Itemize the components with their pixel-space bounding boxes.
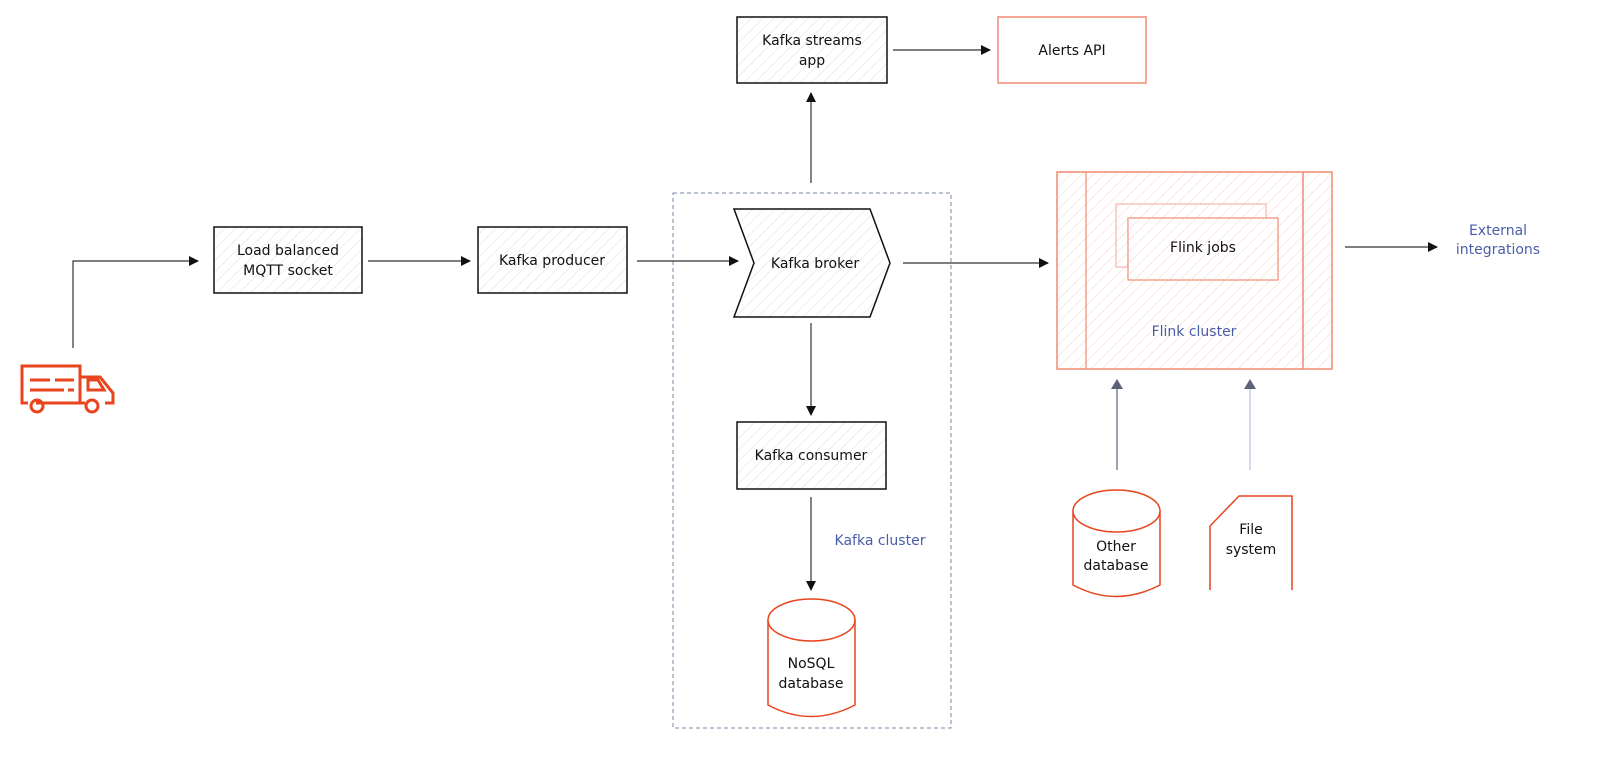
nosql-database-node[interactable]: NoSQL database <box>767 598 856 718</box>
file-system-node[interactable]: File system <box>1209 495 1293 590</box>
truck-icon <box>20 364 115 414</box>
truck-to-mqtt-arrow <box>72 256 199 348</box>
flink-jobs-label: Flink jobs <box>1170 240 1236 256</box>
nosql-label-1: NoSQL <box>788 656 835 672</box>
external-label-1: External <box>1469 223 1527 239</box>
kafka-broker-node[interactable]: Kafka broker <box>732 208 891 318</box>
producer-label: Kafka producer <box>499 253 605 269</box>
kafka-consumer-node[interactable]: Kafka consumer <box>736 421 887 490</box>
kafka-producer-node[interactable]: Kafka producer <box>477 226 628 294</box>
alerts-api-node[interactable]: Alerts API <box>997 16 1147 84</box>
flink-cluster-node[interactable]: Flink jobs Flink cluster <box>1056 171 1333 370</box>
otherdb-label-1: Other <box>1096 539 1136 555</box>
otherdb-label-2: database <box>1084 558 1149 574</box>
other-database-node[interactable]: Other database <box>1072 489 1161 598</box>
streams-label-1: Kafka streams <box>762 33 862 49</box>
mqtt-socket-node[interactable]: Load balanced MQTT socket <box>213 226 363 294</box>
nosql-label-2: database <box>779 676 844 692</box>
alerts-label: Alerts API <box>1038 43 1105 59</box>
kafka-streams-node[interactable]: Kafka streams app <box>736 16 888 84</box>
kafka-cluster-group <box>672 192 952 729</box>
mqtt-label-1: Load balanced <box>237 243 339 259</box>
external-label-2: integrations <box>1456 242 1540 258</box>
filesystem-label-2: system <box>1226 542 1277 558</box>
broker-label: Kafka broker <box>771 256 859 272</box>
flink-cluster-label: Flink cluster <box>1152 324 1237 340</box>
streams-label-2: app <box>799 53 825 69</box>
consumer-label: Kafka consumer <box>755 448 868 464</box>
kafka-cluster-label: Kafka cluster <box>835 533 926 549</box>
flink-jobs-node[interactable]: Flink jobs <box>1115 203 1279 281</box>
filesystem-label-1: File <box>1239 522 1262 538</box>
mqtt-label-2: MQTT socket <box>243 263 333 279</box>
